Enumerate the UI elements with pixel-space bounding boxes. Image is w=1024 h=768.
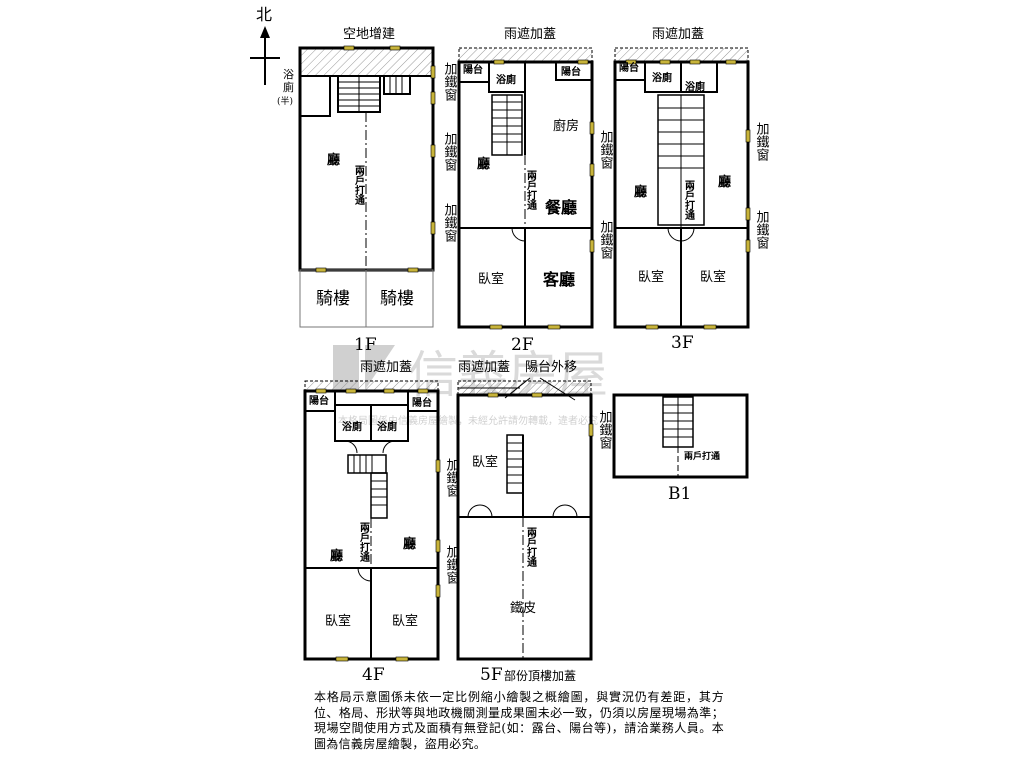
floor-4f: 雨遮加蓋 陽台 陽台 浴廁 浴廁 廳 廳 臥室 臥室 兩戶打通 加鐵窗 加鐵窗 … xyxy=(303,359,460,685)
f4-hall-right: 廳 xyxy=(403,536,416,552)
f4-merge-note: 兩戶打通 xyxy=(358,522,370,563)
f5-window-note: 加鐵窗 xyxy=(597,410,613,449)
f5-top-note: 雨遮加蓋 xyxy=(458,359,510,375)
f1-window-note-2: 加鐵窗 xyxy=(442,132,458,171)
stairs-5f xyxy=(506,434,524,494)
floor-plan-diagram: 信義房屋 本格局圖係由信義房屋繪製，未經允許請勿轉載，違者必究 北 xyxy=(250,5,770,685)
f3-hall-left: 廳 xyxy=(634,184,647,200)
b1-merge-note: 兩戶打通 xyxy=(684,450,720,462)
f4-bedroom-right: 臥室 xyxy=(392,613,418,629)
windows-3f xyxy=(625,59,751,330)
f5-top-note-2: 陽台外移 xyxy=(525,360,577,375)
floor-1f: 空地增建 浴 廁 (半) 廳 兩戶打通 加鐵窗 加鐵窗 加鐵窗 騎樓 騎樓 1F xyxy=(277,27,457,355)
f3-merge-note: 兩戶打通 xyxy=(683,180,695,221)
f1-label: 1F xyxy=(354,335,377,355)
floor-5f: 雨遮加蓋 陽台外移 臥室 鐵皮 兩戶打通 加鐵窗 5F 部份頂樓加蓋 xyxy=(456,359,613,685)
floor-2f: 雨遮加蓋 陽台 浴廁 陽台 廚房 廳 餐廳 臥室 客廳 兩戶打通 加鐵窗 加鐵窗… xyxy=(457,26,614,355)
f5-bedroom: 臥室 xyxy=(472,454,498,470)
f2-living: 客廳 xyxy=(543,270,575,289)
f2-label: 2F xyxy=(511,335,534,355)
f3-hall-right: 廳 xyxy=(718,174,731,190)
f1-merge-note: 兩戶打通 xyxy=(353,165,365,206)
f4-bath-2: 浴廁 xyxy=(377,420,397,433)
stairs-1f xyxy=(337,75,411,113)
f3-label: 3F xyxy=(671,333,694,353)
f4-balcony-right: 陽台 xyxy=(412,396,432,409)
f2-bedroom: 臥室 xyxy=(478,271,504,287)
f2-merge-note: 兩戶打通 xyxy=(525,170,537,211)
f4-bedroom-left: 臥室 xyxy=(325,613,351,629)
b1-label: B1 xyxy=(668,484,691,504)
stairs-2f xyxy=(491,94,523,156)
north-label: 北 xyxy=(256,5,272,24)
f3-bedroom-right: 臥室 xyxy=(700,269,726,285)
f2-top-note: 雨遮加蓋 xyxy=(504,26,556,42)
f3-balcony: 陽台 xyxy=(619,61,639,74)
f2-hall: 廳 xyxy=(477,156,490,172)
f2-bath: 浴廁 xyxy=(496,73,516,86)
f3-top-note: 雨遮加蓋 xyxy=(652,26,704,42)
f3-window-note-2: 加鐵窗 xyxy=(754,210,770,249)
f5-label: 5F xyxy=(480,665,503,685)
f5-iron-sheet: 鐵皮 xyxy=(510,600,536,616)
f2-window-note-2: 加鐵窗 xyxy=(598,220,614,259)
f4-label: 4F xyxy=(362,665,385,685)
f5-label-note: 部份頂樓加蓋 xyxy=(504,668,576,683)
windows-2f xyxy=(489,59,595,330)
watermark-fine-print: 本格局圖係由信義房屋繪製，未經允許請勿轉載，違者必究 xyxy=(338,414,598,427)
f2-dining: 餐廳 xyxy=(544,198,577,217)
f4-bath: 浴廁 xyxy=(342,420,362,433)
f3-bath-2: 浴廁 xyxy=(685,80,705,93)
f3-bedroom-left: 臥室 xyxy=(638,269,664,285)
floor-5f-outline xyxy=(456,393,593,661)
f3-window-note-1: 加鐵窗 xyxy=(754,122,770,161)
floor-3f: 雨遮加蓋 陽台 浴廁 浴廁 廳 廳 臥室 臥室 兩戶打通 加鐵窗 加鐵窗 3F xyxy=(613,26,770,353)
f1-bath-3: (半) xyxy=(277,95,293,107)
f1-hall: 廳 xyxy=(327,152,340,168)
f2-balcony: 陽台 xyxy=(463,63,483,76)
f5-merge-note: 兩戶打通 xyxy=(525,527,537,568)
windows-5f xyxy=(487,392,594,437)
f3-bath: 浴廁 xyxy=(652,71,672,84)
windows-4f xyxy=(315,388,441,662)
f2-balcony-right: 陽台 xyxy=(561,65,581,78)
f2-window-note-1: 加鐵窗 xyxy=(598,130,614,169)
f1-window-note-3: 加鐵窗 xyxy=(442,203,458,242)
f1-arcade-right: 騎樓 xyxy=(380,289,414,309)
f1-window-note-1: 加鐵窗 xyxy=(442,62,458,101)
f2-kitchen: 廚房 xyxy=(553,118,579,134)
floor-b1: 兩戶打通 B1 xyxy=(612,393,749,504)
f1-arcade-left: 騎樓 xyxy=(316,289,350,309)
f4-balcony: 陽台 xyxy=(309,394,329,407)
f4-window-note-2: 加鐵窗 xyxy=(444,545,460,584)
f4-top-note: 雨遮加蓋 xyxy=(360,359,412,375)
f1-top-note: 空地增建 xyxy=(343,27,395,42)
north-arrow: 北 xyxy=(250,5,280,85)
f1-bath-2: 廁 xyxy=(283,80,294,94)
windows-1f xyxy=(315,45,436,273)
f1-bath-1: 浴 xyxy=(283,68,294,81)
f4-hall-left: 廳 xyxy=(330,548,343,564)
stairs-4f xyxy=(347,454,388,519)
f4-window-note-1: 加鐵窗 xyxy=(444,458,460,497)
stairs-b1 xyxy=(662,396,694,448)
floor-b1-outline xyxy=(612,393,749,479)
added-structure-area xyxy=(299,47,434,77)
floor-1f-outline xyxy=(298,46,435,272)
stairs-3f xyxy=(657,94,705,226)
disclaimer-text: 本格局示意圖係未依一定比例縮小繪製之概繪圖，與實況仍有差距，其方位、格局、形狀等… xyxy=(314,690,724,751)
